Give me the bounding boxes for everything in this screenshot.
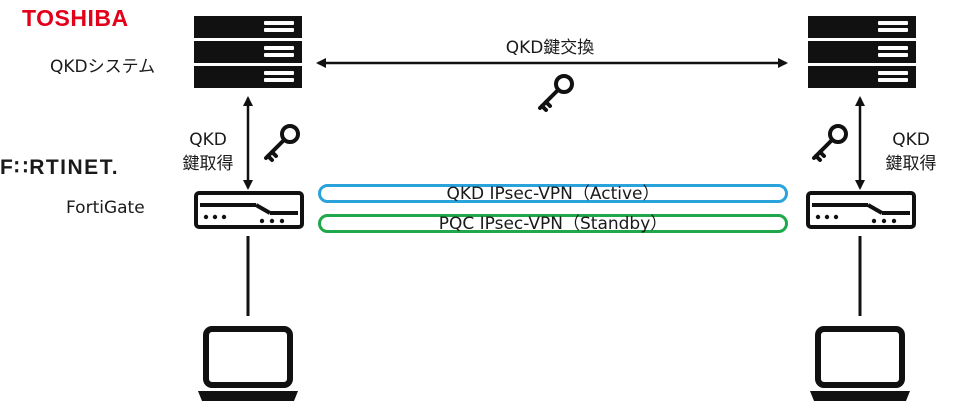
- fortigate-label: FortiGate: [66, 198, 145, 218]
- key-acquisition-left-line1: QKD: [189, 130, 227, 150]
- fortigate-right-icon: [806, 191, 916, 229]
- laptop-right-icon: [810, 329, 910, 401]
- qkd-server-left-icon: [194, 16, 302, 88]
- left-key-icon: [264, 124, 300, 162]
- fortigate-left-icon: [194, 191, 304, 229]
- key-acquisition-left-line2: 鍵取得: [182, 154, 234, 174]
- qkd-system-label: QKDシステム: [50, 57, 156, 77]
- exchange-key-icon: [538, 74, 574, 112]
- right-key-icon: [812, 124, 848, 162]
- pqc-ipsec-vpn-tunnel: PQC IPsec-VPN（Standby）: [318, 214, 788, 234]
- qkd-ipsec-vpn-tunnel: QKD IPsec-VPN（Active）: [318, 184, 788, 204]
- laptop-left-icon: [198, 329, 298, 401]
- key-acquisition-left-label: QKD 鍵取得: [178, 128, 238, 176]
- pqc-ipsec-vpn-label: PQC IPsec-VPN（Standby）: [438, 214, 668, 234]
- key-acquisition-right-line2: 鍵取得: [885, 154, 937, 174]
- toshiba-logo: TOSHIBA: [22, 5, 129, 31]
- key-acquisition-right-label: QKD 鍵取得: [876, 128, 946, 176]
- qkd-key-exchange-label: QKD鍵交換: [505, 38, 595, 58]
- key-acquisition-right-line1: QKD: [892, 130, 930, 150]
- qkd-ipsec-vpn-label: QKD IPsec-VPN（Active）: [446, 184, 660, 204]
- qkd-server-right-icon: [808, 16, 916, 88]
- fortinet-logo: F∷RTINET.: [0, 156, 120, 179]
